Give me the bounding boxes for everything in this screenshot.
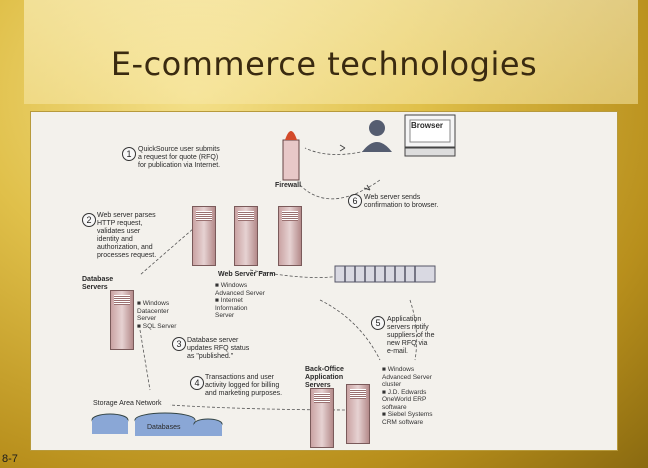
back-office-server-1 xyxy=(310,388,334,448)
web-server-1 xyxy=(192,206,216,266)
slide-title: E-commerce technologies xyxy=(110,45,538,83)
step-6-text: Web server sends confirmation to browser… xyxy=(364,194,439,209)
back-office-server-2 xyxy=(346,384,370,444)
title-bar xyxy=(24,0,638,104)
step-3-badge: 3 xyxy=(172,337,186,351)
step-4-badge: 4 xyxy=(190,376,204,390)
web-server-3 xyxy=(278,206,302,266)
browser-label: Browser xyxy=(411,121,444,130)
back-office-list: ■ Windows Advanced Server cluster ■ J.D.… xyxy=(382,366,433,426)
web-server-farm-label: Web Server Farm xyxy=(218,271,276,278)
web-server-farm-list: ■ Windows Advanced Server ■ Internet Inf… xyxy=(215,282,265,319)
database-servers-label: Database Servers xyxy=(82,276,114,291)
slide-number: 8-7 xyxy=(2,453,18,465)
databases-label: Databases xyxy=(147,424,181,431)
step-6-badge: 6 xyxy=(348,194,362,208)
firewall-label: Firewall xyxy=(275,182,302,189)
step-5-text: Application servers notify suppliers of … xyxy=(387,316,435,355)
database-server xyxy=(110,290,134,350)
step-4-text: Transactions and user activity logged fo… xyxy=(205,374,283,397)
step-2-badge: 2 xyxy=(82,213,96,227)
web-server-2 xyxy=(234,206,258,266)
step-1-badge: 1 xyxy=(122,147,136,161)
san-label: Storage Area Network xyxy=(93,400,162,407)
step-3-text: Database server updates RFQ status as "p… xyxy=(187,337,250,360)
database-servers-list: ■ Windows Datacenter Server ■ SQL Server xyxy=(137,300,177,330)
back-office-label: Back-Office Application Servers xyxy=(305,366,344,389)
step-5-badge: 5 xyxy=(371,316,385,330)
step-2-text: Web server parses HTTP request, validate… xyxy=(97,212,157,259)
step-1-text: QuickSource user submits a request for q… xyxy=(138,146,221,169)
